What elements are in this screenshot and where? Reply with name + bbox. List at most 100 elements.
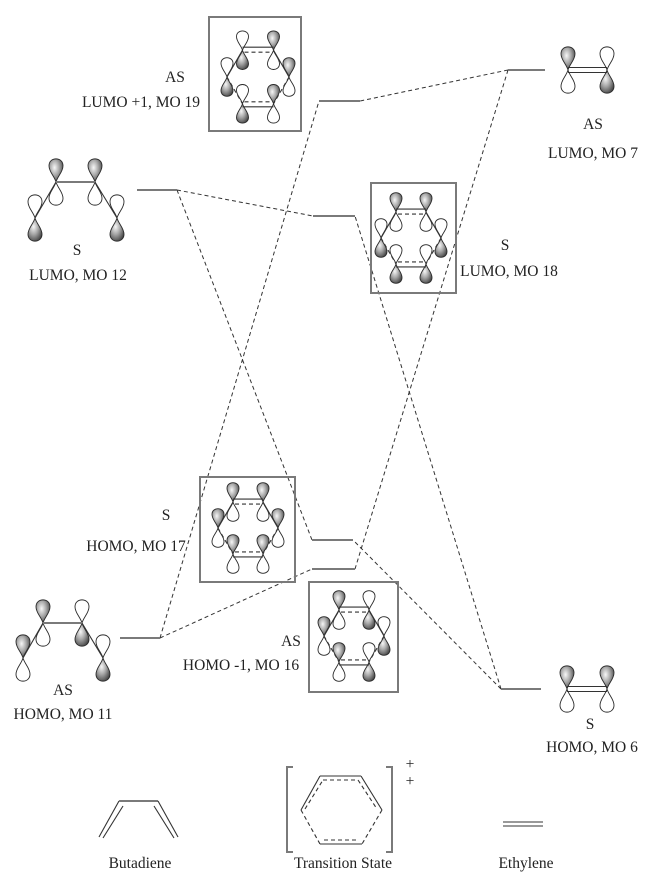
p-orbital: [377, 616, 391, 656]
mo17-orbital: [211, 482, 285, 574]
bonds: [568, 66, 607, 74]
unshaded-lobe: [95, 634, 111, 660]
shaded-lobe: [332, 642, 346, 664]
correlation-lines: [159, 69, 509, 690]
p-orbital: [560, 46, 576, 94]
shaded-lobe: [362, 660, 376, 682]
partial-bond: [323, 635, 340, 663]
partial-bond: [273, 76, 290, 105]
unshaded-lobe: [599, 46, 615, 72]
unshaded-lobe: [15, 656, 31, 682]
bond: [81, 622, 104, 659]
ts-bond-upper-right: [360, 775, 383, 811]
double-dagger-mark-bottom: +: [406, 773, 415, 790]
unshaded-lobe: [27, 194, 43, 220]
shaded-lobe: [560, 46, 576, 72]
mo18-frame: [370, 182, 457, 294]
ts-bond-upper-left: [300, 775, 321, 811]
p-orbital: [332, 642, 346, 682]
butadiene-label: Butadiene: [109, 855, 172, 872]
bonds: [226, 46, 290, 108]
partial-bond: [425, 237, 442, 265]
p-orbital: [362, 590, 376, 630]
unshaded-lobe: [419, 210, 433, 232]
bond: [22, 622, 44, 659]
shaded-lobe: [256, 482, 270, 504]
unshaded-lobe: [226, 552, 240, 574]
shaded-lobe: [35, 599, 51, 625]
p-orbital: [109, 194, 125, 242]
p-orbital: [389, 192, 403, 232]
unshaded-lobe: [374, 218, 388, 240]
shaded-lobe: [271, 508, 285, 530]
correlation-line-mo7-mo19: [359, 69, 509, 102]
unshaded-lobe: [256, 552, 270, 574]
ethylene-structure: Ethylene: [498, 821, 554, 872]
unshaded-lobe: [389, 210, 403, 232]
shaded-lobe: [74, 621, 90, 647]
shaded-lobe: [236, 48, 249, 70]
unshaded-lobe: [560, 68, 576, 94]
unshaded-lobe: [419, 244, 433, 266]
mo12-label: LUMO, MO 12: [29, 267, 127, 284]
shaded-lobe: [362, 608, 376, 630]
mo17-symmetry: S: [162, 507, 171, 524]
shaded-lobe: [267, 84, 280, 106]
mo11-symmetry: AS: [53, 682, 73, 699]
unshaded-lobe: [74, 599, 90, 625]
orbital-drawings: [15, 30, 615, 713]
mo12-symmetry: S: [73, 242, 82, 259]
unshaded-lobe: [226, 500, 240, 522]
bond: [262, 501, 279, 529]
shaded-lobe: [317, 616, 331, 638]
p-orbital: [419, 244, 433, 284]
ts-orbital-frames: [199, 16, 457, 693]
shaded-lobe: [15, 634, 31, 660]
unshaded-lobe: [332, 608, 346, 630]
shaded-lobe: [389, 262, 403, 284]
shaded-lobe: [95, 656, 111, 682]
unshaded-lobe: [236, 84, 249, 106]
mo16-orbital: [317, 590, 391, 682]
p-orbital: [599, 46, 615, 94]
p-orbital: [374, 218, 388, 258]
mo18-label: LUMO, MO 18: [460, 263, 558, 280]
p-orbital: [87, 158, 103, 206]
unshaded-lobe: [87, 180, 103, 206]
p-orbital: [256, 482, 270, 522]
left-bracket: [286, 766, 293, 853]
p-orbital: [389, 244, 403, 284]
ts-bond-lower-left: [300, 809, 321, 845]
unshaded-lobe: [256, 500, 270, 522]
double-dagger-mark-top: +: [406, 756, 415, 773]
unshaded-lobe: [362, 642, 376, 664]
energy-levels: [120, 69, 545, 690]
mo17-label: HOMO, MO 17: [86, 538, 186, 555]
p-orbital: [332, 590, 346, 630]
shaded-lobe: [211, 508, 225, 530]
p-orbital: [95, 634, 111, 682]
p-orbital: [74, 599, 90, 647]
correlation-line-mo7-mo16: [354, 69, 509, 570]
p-orbital: [419, 192, 433, 232]
correlation-line-mo11-mo19: [159, 100, 320, 639]
unshaded-lobe: [109, 194, 125, 220]
shaded-lobe: [282, 57, 296, 79]
p-orbital: [226, 482, 240, 522]
shaded-lobe: [332, 590, 346, 612]
bond: [34, 181, 57, 219]
unshaded-lobe: [35, 621, 51, 647]
shaded-lobe: [389, 192, 403, 214]
p-orbital: [267, 84, 280, 124]
bond: [425, 211, 442, 239]
bond: [323, 609, 340, 637]
c3-c4-bond-inner: [153, 805, 175, 839]
p-orbital: [362, 642, 376, 682]
shaded-lobe: [220, 75, 234, 97]
shaded-lobe: [87, 158, 103, 184]
shaded-lobe: [267, 30, 280, 52]
shaded-lobe: [48, 158, 64, 184]
unshaded-lobe: [362, 590, 376, 612]
unshaded-lobe: [317, 634, 331, 656]
